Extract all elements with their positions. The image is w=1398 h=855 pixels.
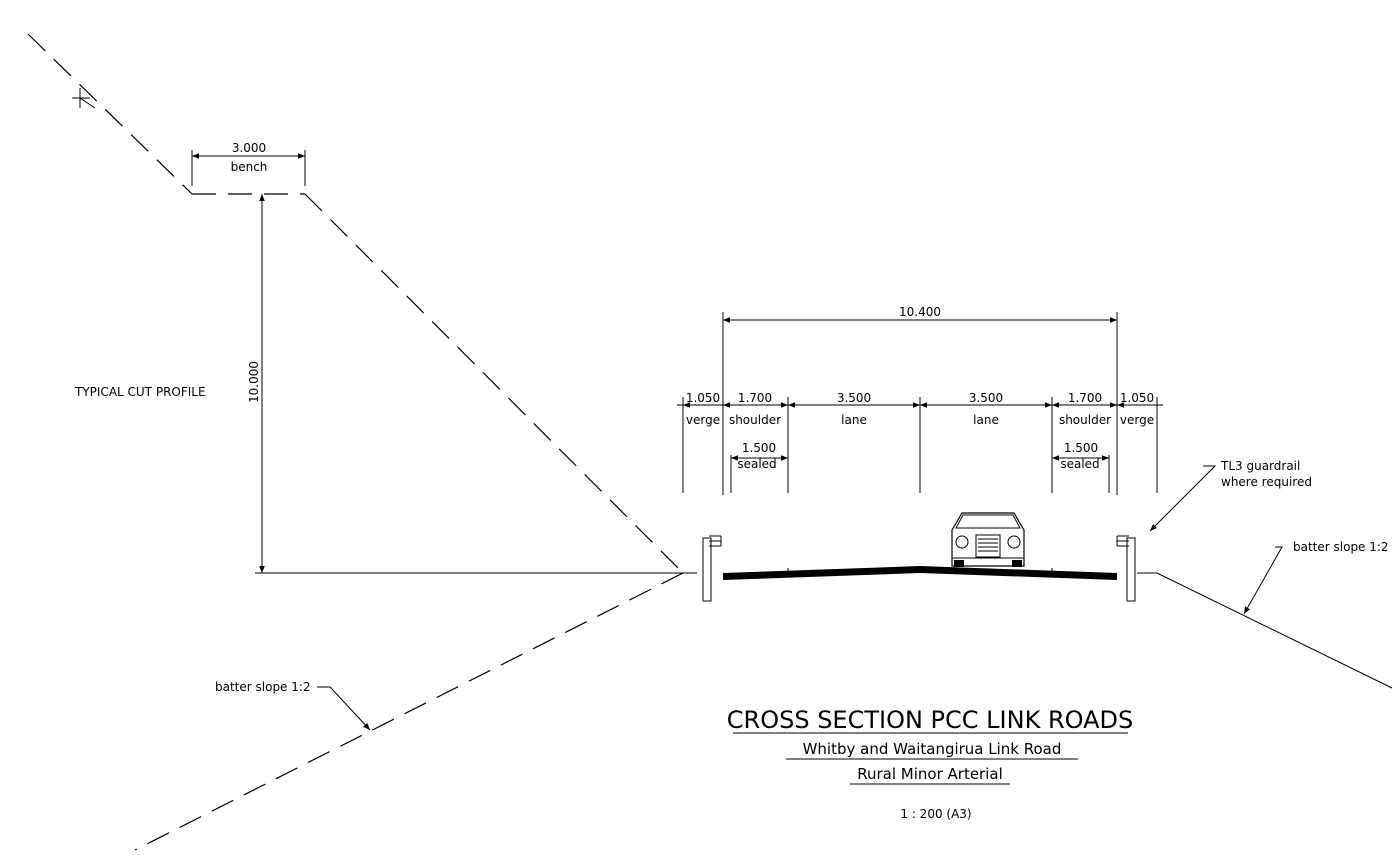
shoulder-left-value: 1.700 — [738, 391, 772, 405]
guardrail-label-line1: TL3 guardrail — [1220, 459, 1300, 473]
lane-left-label: lane — [841, 413, 867, 427]
guardrail-right — [1116, 535, 1136, 602]
guardrail-leader — [1149, 465, 1217, 532]
formation-line — [683, 572, 1393, 689]
drawing-scale: 1 : 200 (A3) — [900, 807, 971, 821]
drawing-subtitle: Whitby and Waitangirua Link Road — [803, 740, 1062, 758]
cut-slope-symbol — [72, 88, 96, 109]
batter-right-leader — [1243, 546, 1283, 615]
pavement — [723, 566, 1117, 580]
drawing-title: CROSS SECTION PCC LINK ROADS — [727, 706, 1133, 734]
cut-batter-upper — [27, 33, 193, 195]
sealed-left-label: sealed — [737, 457, 776, 471]
shoulder-right-label: shoulder — [1059, 413, 1111, 427]
road-classification: Rural Minor Arterial — [857, 765, 1003, 783]
sealed-left-value: 1.500 — [742, 441, 776, 455]
typical-cut-profile-label: TYPICAL CUT PROFILE — [74, 385, 206, 399]
guardrail-left — [702, 535, 722, 602]
lane-right-value: 3.500 — [969, 391, 1003, 405]
lane-left-value: 3.500 — [837, 391, 871, 405]
shoulder-right-value: 1.700 — [1068, 391, 1102, 405]
batter-left-leader — [317, 686, 371, 731]
fill-batter-left — [134, 572, 684, 851]
bench-label: bench — [231, 160, 268, 174]
lane-right-label: lane — [973, 413, 999, 427]
sealed-right-value: 1.500 — [1064, 441, 1098, 455]
sealed-right-label: sealed — [1060, 457, 1099, 471]
bench-dimension: 3.000 bench — [191, 141, 306, 186]
guardrail-label-line2: where required — [1221, 475, 1312, 489]
road-dimension-lines — [677, 312, 1163, 495]
bench-width-value: 3.000 — [232, 141, 266, 155]
cut-height-value: 10.000 — [247, 361, 261, 403]
verge-right-label: verge — [1120, 413, 1154, 427]
cut-height-dimension: 10.000 — [247, 194, 683, 574]
shoulder-left-label: shoulder — [729, 413, 781, 427]
verge-left-value: 1.050 — [686, 391, 720, 405]
verge-right-value: 1.050 — [1120, 391, 1154, 405]
batter-slope-left-label: batter slope 1:2 — [215, 680, 311, 694]
overall-width-value: 10.400 — [899, 305, 941, 319]
car-icon — [951, 512, 1025, 567]
cut-batter-lower — [304, 193, 684, 574]
batter-slope-right-label: batter slope 1:2 — [1293, 540, 1389, 554]
verge-left-label: verge — [686, 413, 720, 427]
